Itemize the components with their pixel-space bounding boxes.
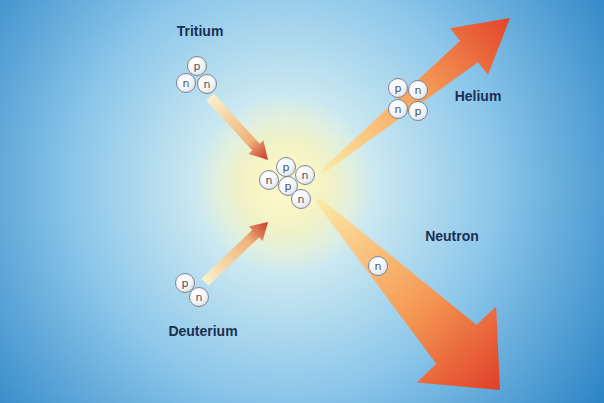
particle-letter: n: [298, 194, 305, 205]
particle-name: Helium: [455, 88, 502, 104]
particle-letter: p: [415, 106, 422, 117]
particle-letter: p: [285, 181, 292, 192]
particle-letter: p: [283, 162, 290, 173]
particle-circle: n: [176, 73, 196, 93]
particle-letter: n: [415, 85, 422, 96]
particle-name: Deuterium: [168, 323, 237, 339]
particle-letter: n: [196, 292, 203, 303]
particle-circle: n: [368, 256, 388, 276]
particle-circle: n: [259, 170, 279, 190]
particle-circle: n: [388, 99, 408, 119]
particle-circle: n: [291, 189, 311, 209]
particle-letter: p: [194, 61, 201, 72]
particle-circle: p: [388, 78, 408, 98]
helium-arrow: [321, 18, 510, 174]
particle-letter: n: [395, 104, 402, 115]
particle-letter: p: [182, 278, 189, 289]
particle-circle: n: [295, 165, 315, 185]
particle-name: Neutron: [425, 228, 479, 244]
deuterium-arrow: [202, 222, 269, 286]
particle-name: Tritium: [177, 23, 224, 39]
tritium-arrow: [206, 94, 268, 160]
particle-letter: p: [395, 83, 402, 94]
particle-circle: n: [189, 287, 209, 307]
neutron-arrow: [316, 198, 500, 390]
particle-letter: n: [183, 78, 190, 89]
particle-circle: n: [408, 80, 428, 100]
particle-letter: n: [204, 79, 211, 90]
particle-circle: p: [276, 157, 296, 177]
particle-letter: n: [302, 170, 309, 181]
particle-circle: p: [408, 101, 428, 121]
particle-letter: n: [375, 261, 382, 272]
particle-letter: n: [266, 175, 273, 186]
particle-circle: n: [197, 74, 217, 94]
